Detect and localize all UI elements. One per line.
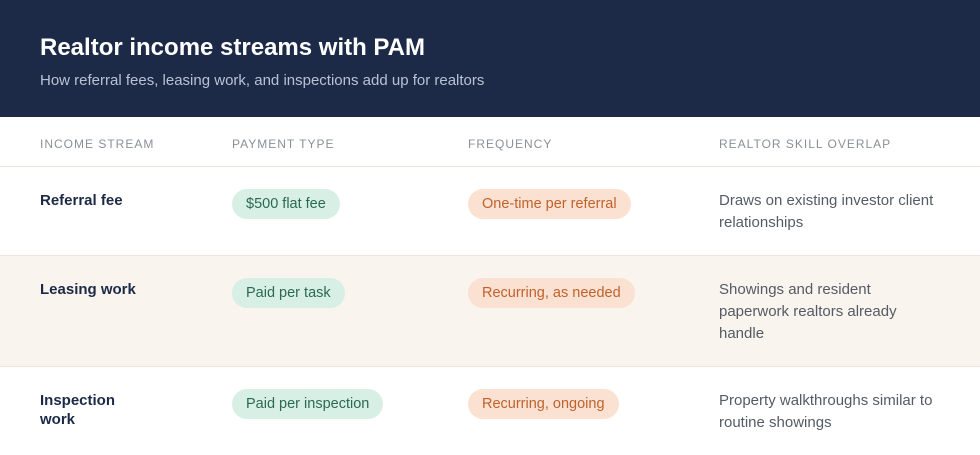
payment-type-badge: Paid per task: [232, 278, 345, 308]
column-header-income-stream: INCOME STREAM: [40, 136, 155, 151]
column-header-skill-overlap: REALTOR SKILL OVERLAP: [719, 136, 892, 151]
page-title: Realtor income streams with PAM: [40, 34, 425, 61]
frequency-badge: One-time per referral: [468, 189, 631, 219]
skill-overlap-text: Draws on existing investor client relati…: [719, 192, 934, 231]
income-stream-name: Inspection work: [40, 392, 116, 428]
table-header-row: INCOME STREAM PAYMENT TYPE FREQUENCY REA…: [0, 117, 980, 167]
payment-type-badge: $500 flat fee: [232, 189, 340, 219]
income-stream-name: Referral fee: [40, 192, 123, 209]
skill-overlap-text: Showings and resident paperwork realtors…: [719, 281, 897, 342]
page-subtitle: How referral fees, leasing work, and ins…: [40, 72, 485, 89]
payment-type-badge: Paid per inspection: [232, 389, 384, 419]
frequency-badge: Recurring, as needed: [468, 278, 635, 308]
table-row: Leasing work Paid per task Recurring, as…: [0, 256, 980, 367]
column-header-frequency: FREQUENCY: [468, 136, 553, 151]
table-row: Inspection work Paid per inspection Recu…: [0, 367, 980, 455]
skill-overlap-text: Property walkthroughs similar to routine…: [719, 392, 933, 431]
column-header-payment-type: PAYMENT TYPE: [232, 136, 335, 151]
income-streams-table: INCOME STREAM PAYMENT TYPE FREQUENCY REA…: [0, 117, 980, 455]
frequency-badge: Recurring, ongoing: [468, 389, 619, 419]
income-stream-name: Leasing work: [40, 281, 136, 298]
card-header: Realtor income streams with PAM How refe…: [0, 0, 980, 117]
table-row: Referral fee $500 flat fee One-time per …: [0, 167, 980, 256]
